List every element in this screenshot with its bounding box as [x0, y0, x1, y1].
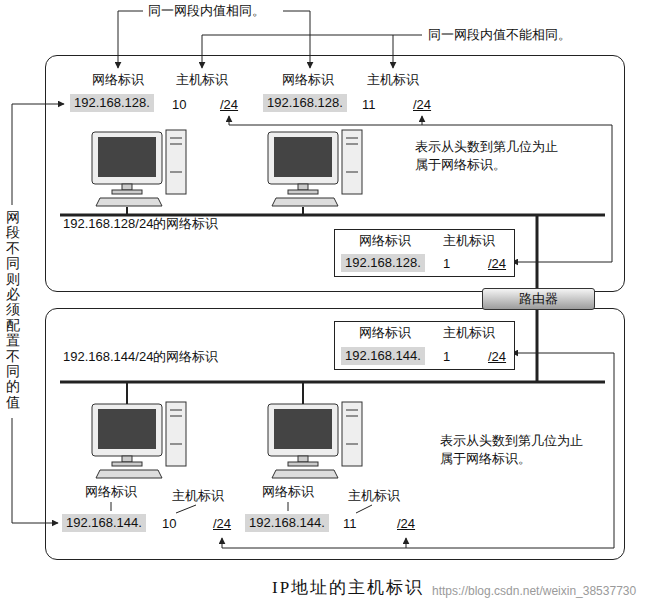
network-segment: 192.168.128/24的网络标识网络标识主机标识192.168.128.1…: [45, 55, 625, 292]
ip-host-part: 11: [362, 97, 376, 113]
router-label: 路由器: [483, 289, 594, 309]
ip-network-part: 192.168.128.: [70, 94, 154, 112]
ip-host-part: 10: [162, 516, 176, 532]
host-id-label: 主机标识: [348, 488, 400, 504]
host-id-label: 主机标识: [172, 488, 224, 504]
network-id-label: 网络标识: [282, 72, 334, 88]
prefix-length: /24: [397, 516, 415, 532]
network-wire: [536, 310, 539, 382]
network-id-label: 网络标识: [262, 484, 314, 500]
prefix-length: /24: [213, 516, 231, 532]
network-wire: [536, 215, 539, 288]
network-id-label: 网络标识: [359, 233, 411, 249]
host-id-label: 主机标识: [367, 72, 419, 88]
segment-label: 192.168.144/24的网络标识: [63, 349, 218, 365]
host-id-label: 主机标识: [443, 233, 495, 249]
prefix-length: /24: [220, 97, 238, 113]
host-id-label: 主机标识: [443, 325, 495, 341]
callout-note: 表示从头数到第几位为止属于网络标识。: [415, 138, 565, 173]
network-id-label: 网络标识: [92, 72, 144, 88]
ip-network-part: 192.168.128.: [263, 94, 347, 112]
network-id-label: 网络标识: [85, 484, 137, 500]
callout-note: 同一网段内值相同。: [148, 3, 265, 19]
watermark: https://blog.csdn.net/weixin_38537730: [432, 584, 636, 598]
ip-host-part: 11: [343, 516, 357, 532]
prefix-length: /24: [413, 97, 431, 113]
callout-note: 表示从头数到第几位为止属于网络标识。: [440, 432, 590, 467]
segment-label: 192.168.128/24的网络标识: [63, 216, 218, 232]
ip-network-part: 192.168.144.: [245, 514, 329, 532]
drop-wire: [127, 207, 303, 404]
ip-network-part: 192.168.144.: [341, 347, 425, 365]
leader-line: [12, 11, 614, 548]
router-interface: 网络标识 主机标识 192.168.128. 1/24: [334, 229, 515, 277]
network-id-label: 网络标识: [359, 325, 411, 341]
ip-host-part: 1: [443, 256, 450, 272]
computer-icon: [92, 130, 362, 478]
prefix-length: /24: [488, 349, 506, 365]
prefix-length: /24: [488, 256, 506, 272]
ip-host-part: 1: [443, 349, 450, 365]
side-note: 网段不同则必须配置不同的值: [6, 210, 20, 410]
ip-network-part: 192.168.128.: [341, 254, 425, 272]
ip-host-part: 10: [172, 97, 186, 113]
ip-network-part: 192.168.144.: [62, 514, 146, 532]
router: 路由器: [482, 288, 595, 310]
caption: IP地址的主机标识: [272, 576, 424, 599]
host-id-label: 主机标识: [176, 72, 228, 88]
router-interface: 网络标识 主机标识 192.168.144. 1/24: [334, 321, 515, 370]
callout-note: 同一网段内值不能相同。: [428, 27, 571, 43]
network-bus: [60, 215, 605, 382]
